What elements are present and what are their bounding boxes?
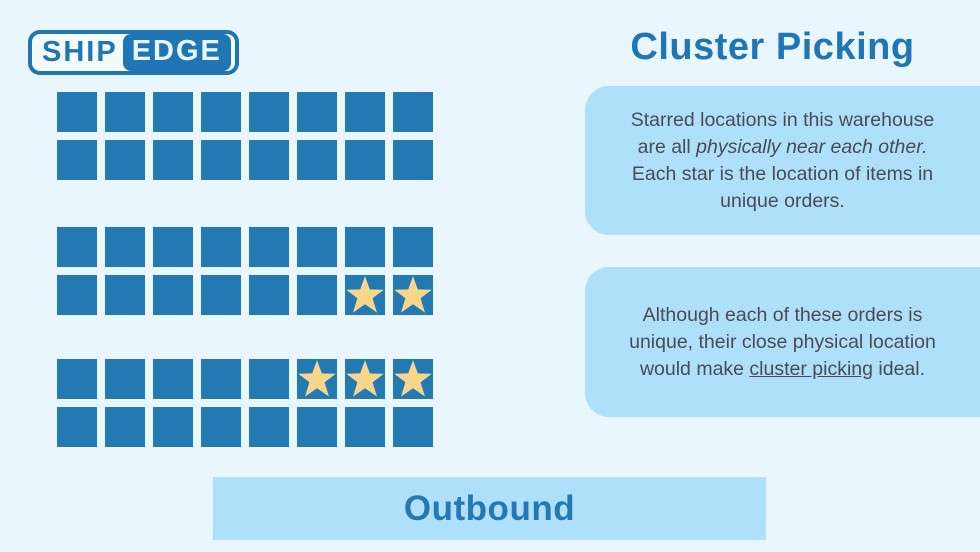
location-square	[57, 227, 97, 267]
location-square	[153, 227, 193, 267]
location-square	[153, 275, 193, 315]
outbound-bar: Outbound	[213, 477, 766, 540]
location-square	[105, 359, 145, 399]
location-square	[105, 275, 145, 315]
starred-location-square	[393, 359, 433, 399]
location-square	[57, 359, 97, 399]
text-segment: Although each of these orders is unique,…	[629, 303, 936, 380]
location-square	[297, 92, 337, 132]
location-square	[105, 140, 145, 180]
location-square	[201, 275, 241, 315]
starred-location-square	[345, 359, 385, 399]
location-square	[345, 92, 385, 132]
location-square	[57, 92, 97, 132]
location-square	[153, 407, 193, 447]
location-square	[297, 407, 337, 447]
location-square	[297, 275, 337, 315]
location-square	[393, 92, 433, 132]
location-square	[297, 227, 337, 267]
page-title: Cluster Picking	[630, 26, 915, 68]
location-square	[57, 275, 97, 315]
location-square	[201, 227, 241, 267]
star-icon	[346, 360, 384, 397]
info-box-text: Although each of these orders is unique,…	[627, 302, 938, 383]
location-square	[249, 407, 289, 447]
star-icon	[346, 276, 384, 313]
star-icon	[298, 360, 336, 397]
location-square	[153, 140, 193, 180]
text-segment: ideal.	[872, 357, 926, 380]
location-square	[105, 92, 145, 132]
logo-ship-text: SHIP	[42, 36, 118, 68]
location-square	[201, 407, 241, 447]
logo-edge-badge: EDGE	[122, 34, 231, 71]
location-square	[105, 407, 145, 447]
location-square	[249, 92, 289, 132]
location-square	[249, 227, 289, 267]
location-square	[249, 140, 289, 180]
location-square	[201, 140, 241, 180]
warehouse-grid-block-3	[57, 359, 433, 447]
shipedge-logo: SHIP EDGE	[28, 30, 239, 75]
outbound-label: Outbound	[403, 488, 576, 528]
location-square	[105, 227, 145, 267]
location-square	[153, 359, 193, 399]
location-square	[393, 140, 433, 180]
location-square	[201, 92, 241, 132]
starred-location-square	[393, 275, 433, 315]
location-square	[345, 407, 385, 447]
location-square	[201, 359, 241, 399]
location-square	[249, 359, 289, 399]
location-square	[57, 140, 97, 180]
star-icon	[394, 360, 432, 397]
location-square	[297, 140, 337, 180]
starred-location-square	[345, 275, 385, 315]
location-square	[345, 140, 385, 180]
text-segment-underline: cluster picking	[749, 357, 873, 380]
location-square	[393, 227, 433, 267]
location-square	[393, 407, 433, 447]
starred-location-square	[297, 359, 337, 399]
info-box-cluster-picking: Although each of these orders is unique,…	[585, 267, 980, 417]
info-box-starred-locations: Starred locations in this warehouse are …	[585, 86, 980, 235]
text-segment-italic: physically near each other.	[696, 135, 928, 158]
warehouse-grid-block-2	[57, 227, 433, 315]
star-icon	[394, 276, 432, 313]
info-box-text: Starred locations in this warehouse are …	[627, 107, 938, 215]
location-square	[153, 92, 193, 132]
location-square	[57, 407, 97, 447]
location-square	[345, 227, 385, 267]
text-segment: Each star is the location of items in un…	[631, 162, 934, 212]
location-square	[249, 275, 289, 315]
warehouse-grid-block-1	[57, 92, 433, 180]
text-segment: Starred locations in this warehouse are …	[630, 108, 935, 158]
